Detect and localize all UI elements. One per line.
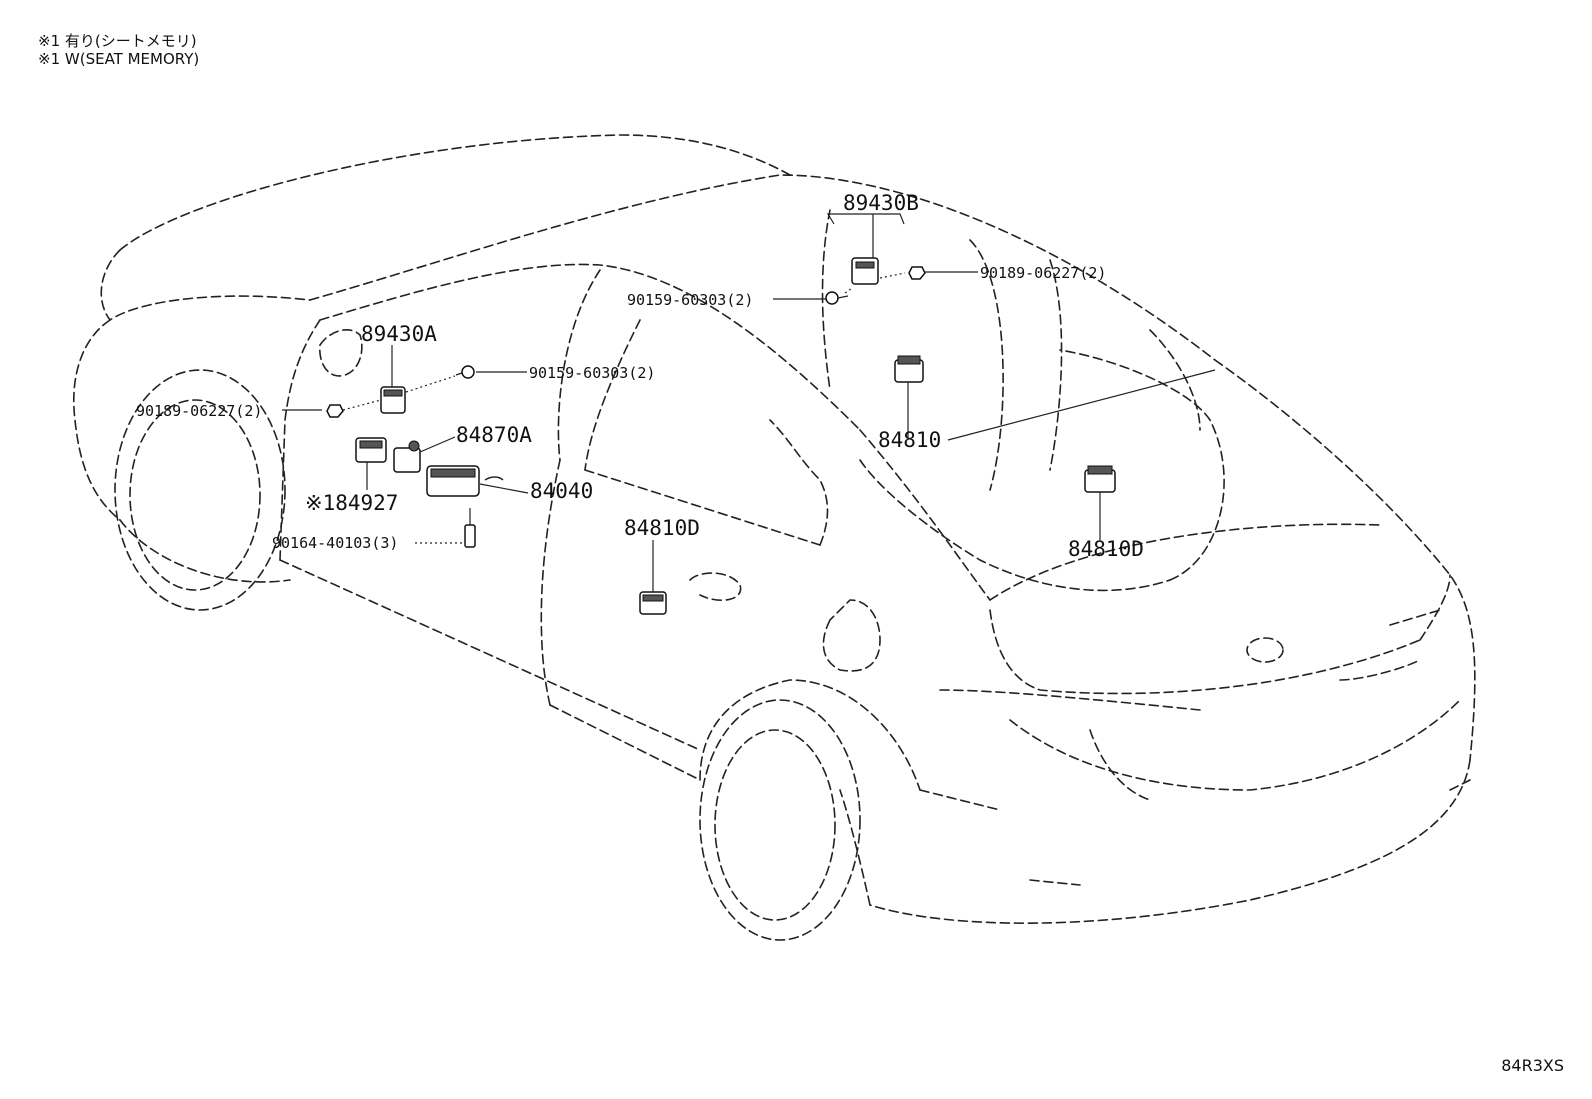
cabin-line-2	[969, 239, 1004, 491]
part-90159-60303-top-screw	[825, 291, 849, 305]
part-84040-switch-assembly	[426, 465, 504, 497]
part-89430B-sensor	[851, 257, 879, 285]
part-90189-06227-left-clip	[326, 404, 344, 418]
cabin-line-3	[1049, 259, 1063, 471]
label-84870A: 84870A	[456, 423, 532, 447]
part-90164-40103-screw	[464, 524, 476, 548]
label-89430B: 89430B	[843, 191, 919, 215]
cabin-line-4	[1149, 329, 1201, 431]
part-84810D-door-switch	[639, 591, 667, 615]
side-mirror	[319, 329, 363, 377]
rear-wheel	[699, 699, 861, 941]
label-90189-06227-left: 90189-06227(2)	[136, 402, 262, 420]
part-90159-60303-left-screw	[455, 365, 475, 379]
diagram-code: 84R3XS	[1501, 1056, 1564, 1075]
label-84810: 84810	[878, 428, 941, 452]
note-english: ※1 W(SEAT MEMORY)	[38, 50, 200, 68]
leader-lines	[282, 213, 1216, 592]
label-90159-60303-left: 90159-60303(2)	[529, 364, 655, 382]
part-89430A-sensor	[380, 386, 406, 414]
label-84927: ※184927	[305, 491, 398, 515]
car-body-outline	[72, 134, 1476, 924]
part-84810-switch	[894, 355, 924, 383]
front-wheel	[114, 369, 286, 611]
label-84810D-rear: 84810D	[1068, 537, 1144, 561]
part-84927-switch	[355, 437, 387, 463]
label-84040: 84040	[530, 479, 593, 503]
label-89430A: 89430A	[361, 322, 437, 346]
label-84810D-door: 84810D	[624, 516, 700, 540]
note-japanese: ※1 有り(シートメモリ)	[38, 32, 197, 50]
label-90189-06227-right: 90189-06227(2)	[980, 264, 1106, 282]
part-84810D-rear-switch	[1084, 465, 1116, 493]
part-84870A-switch	[393, 440, 421, 473]
label-90159-60303-top: 90159-60303(2)	[627, 291, 753, 309]
label-90164-40103: 90164-40103(3)	[272, 534, 398, 552]
cabin-line-1	[821, 209, 831, 391]
part-90189-06227-right-clip	[908, 266, 926, 280]
